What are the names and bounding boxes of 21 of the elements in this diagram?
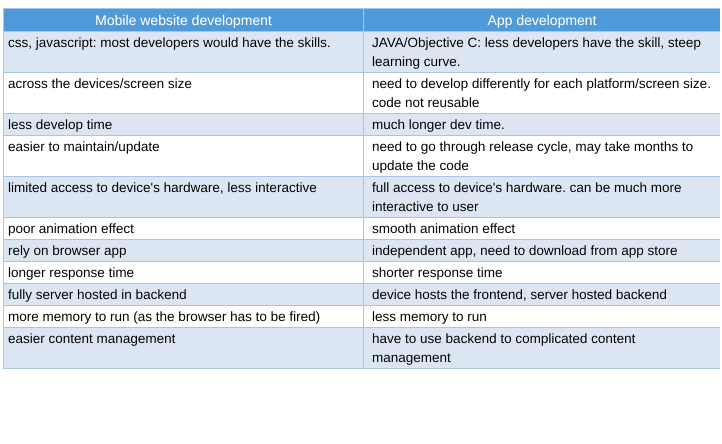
table-cell: fully server hosted in backend [4,284,363,305]
table-cell: smooth animation effect [364,218,720,239]
table-cell: poor animation effect [4,218,363,239]
table-cell: device hosts the frontend, server hosted backend [364,284,720,305]
table-cell: more memory to run (as the browser has to be fired) [4,306,363,327]
table-cell: rely on browser app [4,240,363,261]
column-header: Mobile website development [4,9,363,31]
table-cell: have to use backend to complicated content management [364,328,720,368]
table-cell: css, javascript: most developers would have the skills. [4,32,363,72]
table-cell: independent app, need to download from app store [364,240,720,261]
table-cell: less develop time [4,114,363,135]
table-cell: easier to maintain/update [4,136,363,176]
table-cell: JAVA/Objective C: less developers have the skill, steep learning curve. [364,32,720,72]
column-header: App development [364,9,720,31]
table-cell: limited access to device's hardware, less interactive [4,177,363,217]
table-cell: across the devices/screen size [4,73,363,113]
table-cell: easier content management [4,328,363,368]
table-cell: less memory to run [364,306,720,327]
table-cell: shorter response time [364,262,720,283]
table-cell: much longer dev time. [364,114,720,135]
table-cell: longer response time [4,262,363,283]
